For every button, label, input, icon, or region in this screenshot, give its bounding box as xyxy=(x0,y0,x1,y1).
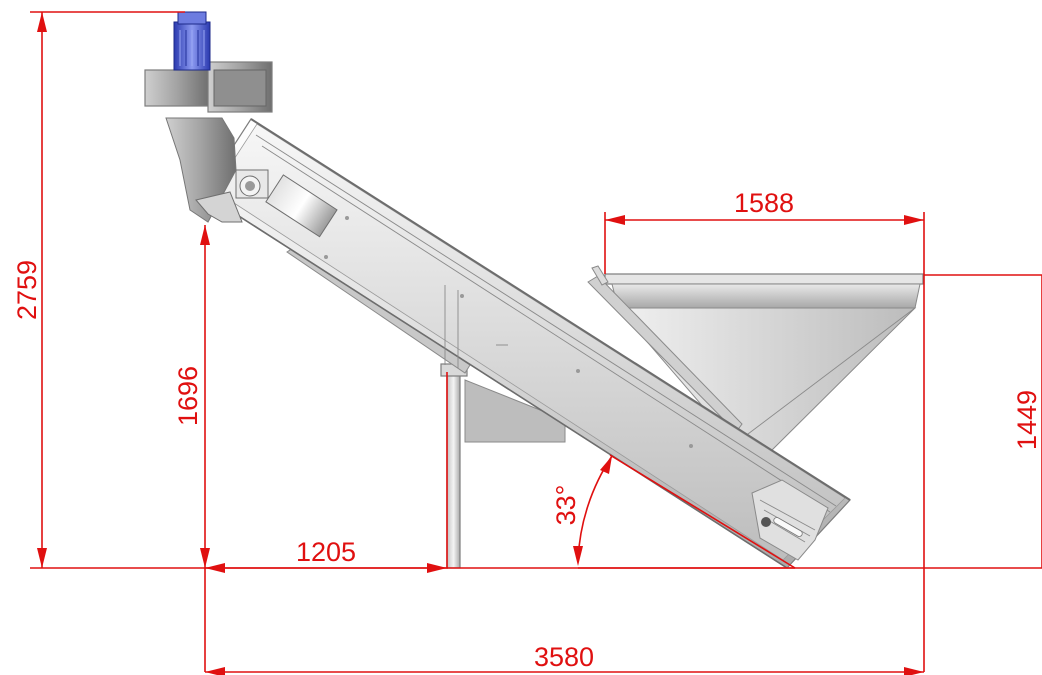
hopper-height-label: 1449 xyxy=(1012,390,1042,450)
incline-angle-label: 33° xyxy=(551,485,581,526)
hopper-width-label: 1588 xyxy=(734,188,794,218)
trough-box xyxy=(464,379,566,443)
hopper xyxy=(587,265,924,453)
machine-outline xyxy=(144,11,924,569)
dimension-lines xyxy=(30,11,1042,675)
leg-offset-label: 1205 xyxy=(296,537,356,567)
support-leg xyxy=(440,363,468,569)
discharge-height-label: 1696 xyxy=(173,366,203,426)
tail-plate xyxy=(751,479,829,561)
overall-length-label: 3580 xyxy=(534,642,594,672)
conveyor-trough xyxy=(202,118,851,569)
drive-assembly xyxy=(144,11,338,238)
overall-height-label: 2759 xyxy=(12,260,42,320)
